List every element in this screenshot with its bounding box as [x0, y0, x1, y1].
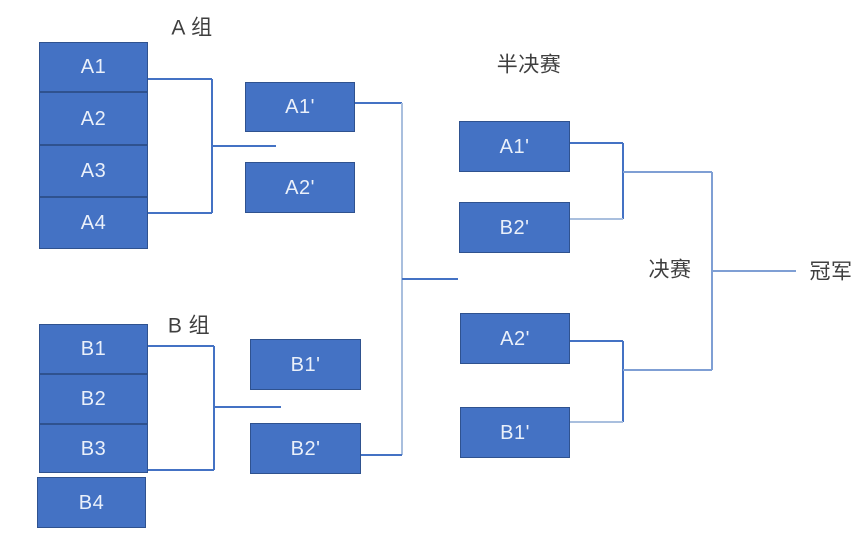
bracket-box-group-a-seed-4: A4	[39, 197, 148, 249]
bracket-box-label: A3	[80, 160, 107, 182]
bracket-box-label: B2'	[290, 437, 321, 460]
bracket-box-label: A2	[80, 107, 107, 130]
final-label: 决赛	[648, 258, 692, 282]
bracket-box-label: A1	[80, 56, 107, 78]
bracket-box-group-b-seed-2: B2	[39, 374, 148, 424]
connector-line-group-b-bracket-bottom	[146, 469, 214, 471]
bracket-box-label: A2'	[500, 327, 530, 350]
semifinal-label: 半决赛	[496, 53, 562, 77]
bracket-box-round1-winner-b1: B1'	[250, 339, 361, 390]
group-b-label: B 组	[167, 314, 211, 338]
bracket-box-label: B2'	[499, 216, 530, 239]
bracket-box-group-b-seed-3: B3	[39, 424, 148, 473]
bracket-box-label: B1'	[290, 353, 321, 376]
bracket-box-label: B1	[80, 338, 107, 360]
connector-line-semifinal-bot-a2-connector	[570, 340, 623, 342]
connector-line-semifinal-top-b2-connector	[570, 218, 623, 220]
bracket-box-label: B2	[80, 388, 107, 410]
bracket-box-round1-winner-b2: B2'	[250, 423, 361, 474]
connector-line-semifinal-bot-b1-connector	[570, 421, 623, 423]
connector-line-semifinal-bot-vertical	[622, 341, 624, 422]
connector-line-round1-center-stub	[402, 278, 458, 280]
connector-line-round1-b2-connector	[361, 454, 402, 456]
bracket-box-group-b-seed-4: B4	[37, 477, 146, 528]
connector-line-group-a-bracket-bottom	[148, 212, 212, 214]
bracket-box-group-a-seed-1: A1	[39, 42, 148, 92]
champion-label: 冠军	[809, 260, 853, 284]
bracket-box-round1-winner-a1: A1'	[245, 82, 355, 132]
connector-line-semifinal-top-out	[623, 171, 712, 173]
bracket-box-label: B4	[78, 491, 105, 514]
connector-line-semifinal-bot-out	[623, 369, 712, 371]
bracket-box-semifinal-slot-a2: A2'	[460, 313, 570, 364]
connector-line-group-b-bracket-top	[148, 345, 214, 347]
bracket-box-group-a-seed-2: A2	[39, 92, 148, 145]
bracket-box-group-b-seed-1: B1	[39, 324, 148, 374]
connector-line-champion-connector	[712, 270, 796, 272]
bracket-box-round1-winner-a2: A2'	[245, 162, 355, 213]
connector-line-semifinal-top-vertical	[622, 143, 624, 219]
bracket-box-semifinal-slot-b2: B2'	[459, 202, 570, 253]
bracket-box-label: B3	[80, 437, 107, 460]
bracket-box-semifinal-slot-b1: B1'	[460, 407, 570, 458]
connector-line-semifinal-top-a1-connector	[570, 142, 623, 144]
bracket-box-label: A1'	[285, 96, 315, 118]
bracket-box-label: B1'	[500, 421, 530, 444]
bracket-box-label: A1'	[499, 135, 530, 158]
bracket-box-label: A4	[80, 212, 107, 234]
bracket-box-label: A2'	[285, 176, 315, 199]
connector-line-group-a-bracket-top	[148, 78, 212, 80]
connector-line-group-b-bracket-stub	[214, 406, 281, 408]
bracket-box-group-a-seed-3: A3	[39, 145, 148, 197]
connector-line-round1-a1-connector	[355, 102, 402, 104]
bracket-box-semifinal-slot-a1: A1'	[459, 121, 570, 172]
connector-line-group-a-bracket-stub	[212, 145, 276, 147]
connector-line-group-b-bracket-vertical	[213, 346, 215, 470]
group-a-label: A 组	[171, 16, 213, 40]
